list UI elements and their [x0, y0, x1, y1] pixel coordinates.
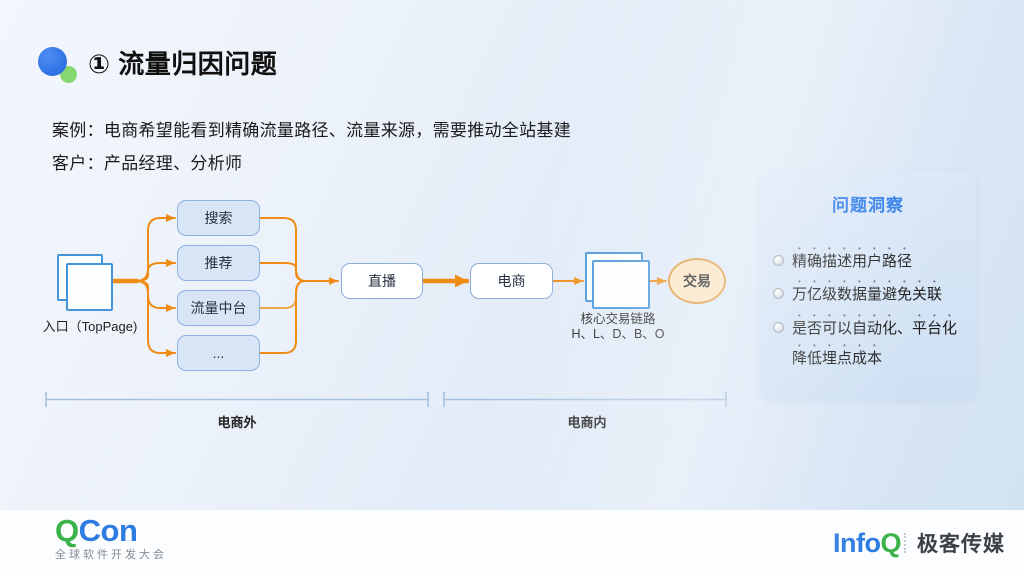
- infoq-logo: InfoQ 极客传媒: [833, 510, 1005, 576]
- infoq-media-label: 极客传媒: [917, 533, 1005, 556]
- case-line: 案例：电商希望能看到精确流量路径、流量来源，需要推动全站基建: [52, 121, 571, 140]
- bullet-sphere-icon: [773, 287, 784, 299]
- node-trade: 交易: [668, 258, 726, 304]
- insight-item: 精确描述用户路径: [759, 245, 977, 275]
- infoq-q: Q: [880, 527, 901, 558]
- insight-panel: 问题洞察 精确描述用户路径 万亿级数据量避免关联 是否可以自动化、平台化 降低埋…: [759, 171, 977, 401]
- insight-item-text: 万亿级数据量避免关联: [792, 286, 943, 303]
- infoq-cert-mark-icon: [904, 533, 909, 553]
- node-ecommerce: 电商: [470, 263, 553, 299]
- customer-line: 客户：产品经理、分析师: [52, 154, 243, 173]
- node-search: 搜索: [177, 200, 260, 236]
- entry-label: 入口（TopPage): [42, 319, 138, 334]
- node-ellipsis: ...: [177, 335, 260, 371]
- qcon-wordmark: QCon: [55, 515, 167, 546]
- infoq-wordmark: InfoQ: [833, 528, 901, 559]
- insight-item-continuation: 降低埋点成本: [759, 342, 977, 372]
- insight-item: 是否可以自动化、平台化: [759, 312, 977, 342]
- qcon-q: Q: [55, 513, 79, 548]
- page-title: ① 流量归因问题: [88, 49, 278, 79]
- core-link-title: 核心交易链路: [580, 312, 656, 326]
- insight-panel-title: 问题洞察: [832, 196, 904, 215]
- bracket-label-outside: 电商外: [217, 415, 257, 430]
- title-bullet-blue-icon: [38, 47, 67, 76]
- bracket-label-inside: 电商内: [567, 415, 607, 430]
- node-live: 直播: [341, 263, 423, 299]
- node-recommend: 推荐: [177, 245, 260, 281]
- entry-page-front-icon: [66, 263, 113, 311]
- qcon-logo: QCon 全球软件开发大会: [55, 515, 167, 561]
- insight-item: 万亿级数据量避免关联: [759, 278, 977, 308]
- core-link-label: 核心交易链路 H、L、D、B、O: [549, 312, 687, 342]
- bullet-sphere-icon: [773, 321, 784, 333]
- qcon-subtitle: 全球软件开发大会: [55, 549, 167, 561]
- core-page-front-icon: [592, 260, 650, 309]
- footer-bar: QCon 全球软件开发大会 InfoQ 极客传媒: [0, 510, 1024, 576]
- qcon-con: Con: [78, 513, 138, 548]
- insight-item-text: 是否可以自动化、平台化: [792, 320, 958, 337]
- insight-item-text: 精确描述用户路径: [792, 253, 913, 270]
- core-link-sub: H、L、D、B、O: [571, 327, 665, 341]
- infoq-info: Info: [833, 527, 881, 558]
- insight-item-text: 降低埋点成本: [792, 350, 883, 367]
- node-traffic-platform: 流量中台: [177, 290, 260, 326]
- title-bullet-green-icon: [60, 66, 77, 83]
- range-brackets: [45, 392, 727, 407]
- bullet-sphere-icon: [773, 254, 784, 266]
